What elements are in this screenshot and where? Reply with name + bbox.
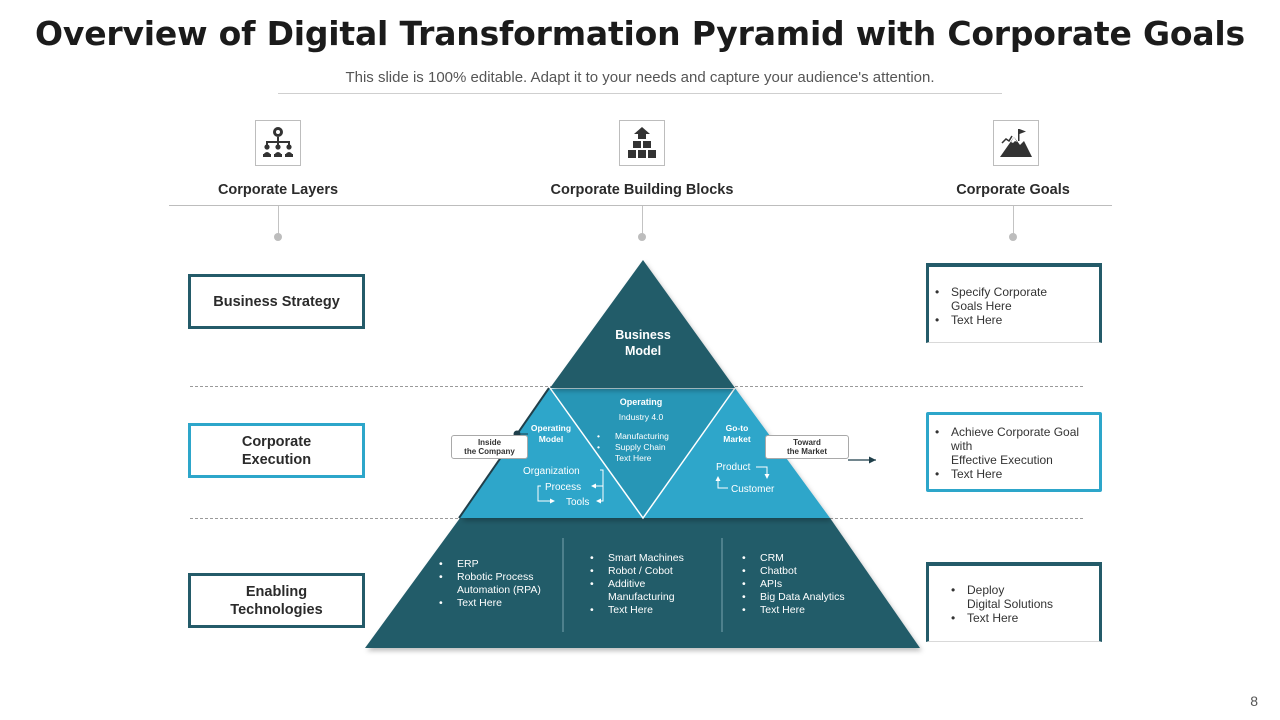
pyramid-base <box>365 518 920 648</box>
bullet-glyph: • <box>439 571 443 583</box>
goal-item: Text Here <box>945 611 1099 625</box>
bullet-glyph: • <box>742 565 746 577</box>
operating-model-item: Organization <box>523 466 580 477</box>
flow-arrow <box>715 476 728 489</box>
callout-line: Inside <box>477 438 502 447</box>
layer-label: Business Strategy <box>213 293 340 310</box>
operating-subtitle: Industry 4.0 <box>619 412 664 422</box>
technology-item: Text Here <box>760 604 805 616</box>
layer-business-strategy: Business Strategy <box>188 274 365 329</box>
bullet-glyph: • <box>597 431 600 441</box>
connector-stem <box>642 206 643 234</box>
technology-item: Big Data Analytics <box>760 591 845 603</box>
callout-line: the Market <box>786 447 827 456</box>
toward-market-callout: Toward the Market <box>765 435 849 459</box>
connector-dot <box>274 233 282 241</box>
connector-stem <box>278 206 279 234</box>
technology-item: Manufacturing <box>608 591 675 603</box>
org-chart-icon <box>255 120 301 166</box>
callout-line: the Company <box>464 447 515 456</box>
technology-item: Chatbot <box>760 565 797 577</box>
header-divider <box>169 205 1112 206</box>
column-header-corporate-goals: Corporate Goals <box>956 182 1070 198</box>
flow-arrow <box>591 469 604 489</box>
connector-dot <box>638 233 646 241</box>
flow-arrow <box>596 485 604 504</box>
technology-item: CRM <box>760 552 784 564</box>
bullet-glyph: • <box>590 578 594 590</box>
slide-title: Overview of Digital Transformation Pyram… <box>35 14 1245 53</box>
go-to-market-line2: Market <box>723 434 751 444</box>
operating-model-line1: Operating <box>531 423 571 433</box>
technology-item: ERP <box>457 558 479 570</box>
layer-label: Corporate Execution <box>241 433 312 468</box>
subtitle-divider <box>278 93 1002 94</box>
operating-bullet: Manufacturing <box>615 431 669 441</box>
bullet-glyph: • <box>742 552 746 564</box>
technology-item: Text Here <box>457 597 502 609</box>
goal-item: Text Here <box>929 313 1099 327</box>
goal-item: Text Here <box>929 467 1099 481</box>
go-to-market-line1: Go-to <box>726 423 749 433</box>
flow-arrow <box>756 466 770 479</box>
inside-company-callout: Inside the Company <box>451 435 528 459</box>
goal-item: Deploy <box>945 583 1099 597</box>
column-header-building-blocks: Corporate Building Blocks <box>550 182 734 198</box>
flow-arrow <box>537 485 555 504</box>
layer-corporate-execution: Corporate Execution <box>188 423 365 478</box>
bullet-glyph: • <box>590 565 594 577</box>
technology-item: Automation (RPA) <box>457 584 541 596</box>
technology-item: Smart Machines <box>608 552 684 564</box>
goal-item: Digital Solutions <box>967 597 1054 611</box>
technology-item: APIs <box>760 578 782 590</box>
goal-item: Specify Corporate <box>929 285 1099 299</box>
building-blocks-icon <box>619 120 665 166</box>
business-model-line2: Model <box>625 344 661 358</box>
go-to-market-item: Customer <box>731 484 775 495</box>
operating-title: Operating <box>620 397 663 407</box>
technology-item: Additive <box>608 578 646 590</box>
technology-item: Robotic Process <box>457 571 533 583</box>
bullet-glyph: • <box>742 578 746 590</box>
layer-label: Enabling Technologies <box>230 583 323 618</box>
operating-bullet: Text Here <box>615 453 652 463</box>
bullet-glyph: • <box>597 442 600 452</box>
operating-bullet: Supply Chain <box>615 442 666 452</box>
technology-item: Text Here <box>608 604 653 616</box>
operating-model-item: Process <box>545 482 581 493</box>
pyramid-top <box>550 260 735 388</box>
column-header-corporate-layers: Corporate Layers <box>217 182 339 198</box>
slide-subtitle: This slide is 100% editable. Adapt it to… <box>345 69 935 86</box>
bullet-glyph: • <box>439 597 443 609</box>
page-number: 8 <box>1250 693 1258 709</box>
callout-line: Toward <box>793 438 821 447</box>
layer-enabling-technologies: Enabling Technologies <box>188 573 365 628</box>
operating-model-item: Tools <box>566 497 589 508</box>
bullet-glyph: • <box>439 558 443 570</box>
connector-dot <box>1009 233 1017 241</box>
business-model-line1: Business <box>615 328 671 342</box>
bullet-glyph: • <box>590 552 594 564</box>
bullet-glyph: • <box>590 604 594 616</box>
mountain-flag-icon <box>993 120 1039 166</box>
bullet-glyph: • <box>742 604 746 616</box>
connector-stem <box>1013 206 1014 234</box>
operating-model-line2: Model <box>539 434 564 444</box>
bullet-glyph: • <box>742 591 746 603</box>
goal-item: Effective Execution <box>951 453 1053 467</box>
goal-item: Goals Here <box>951 299 1012 313</box>
pyramid-operating-segment <box>550 388 735 518</box>
technology-item: Robot / Cobot <box>608 565 673 577</box>
go-to-market-item: Product <box>716 462 751 473</box>
goal-item: with <box>951 439 973 453</box>
goal-item: Achieve Corporate Goal <box>929 425 1099 439</box>
